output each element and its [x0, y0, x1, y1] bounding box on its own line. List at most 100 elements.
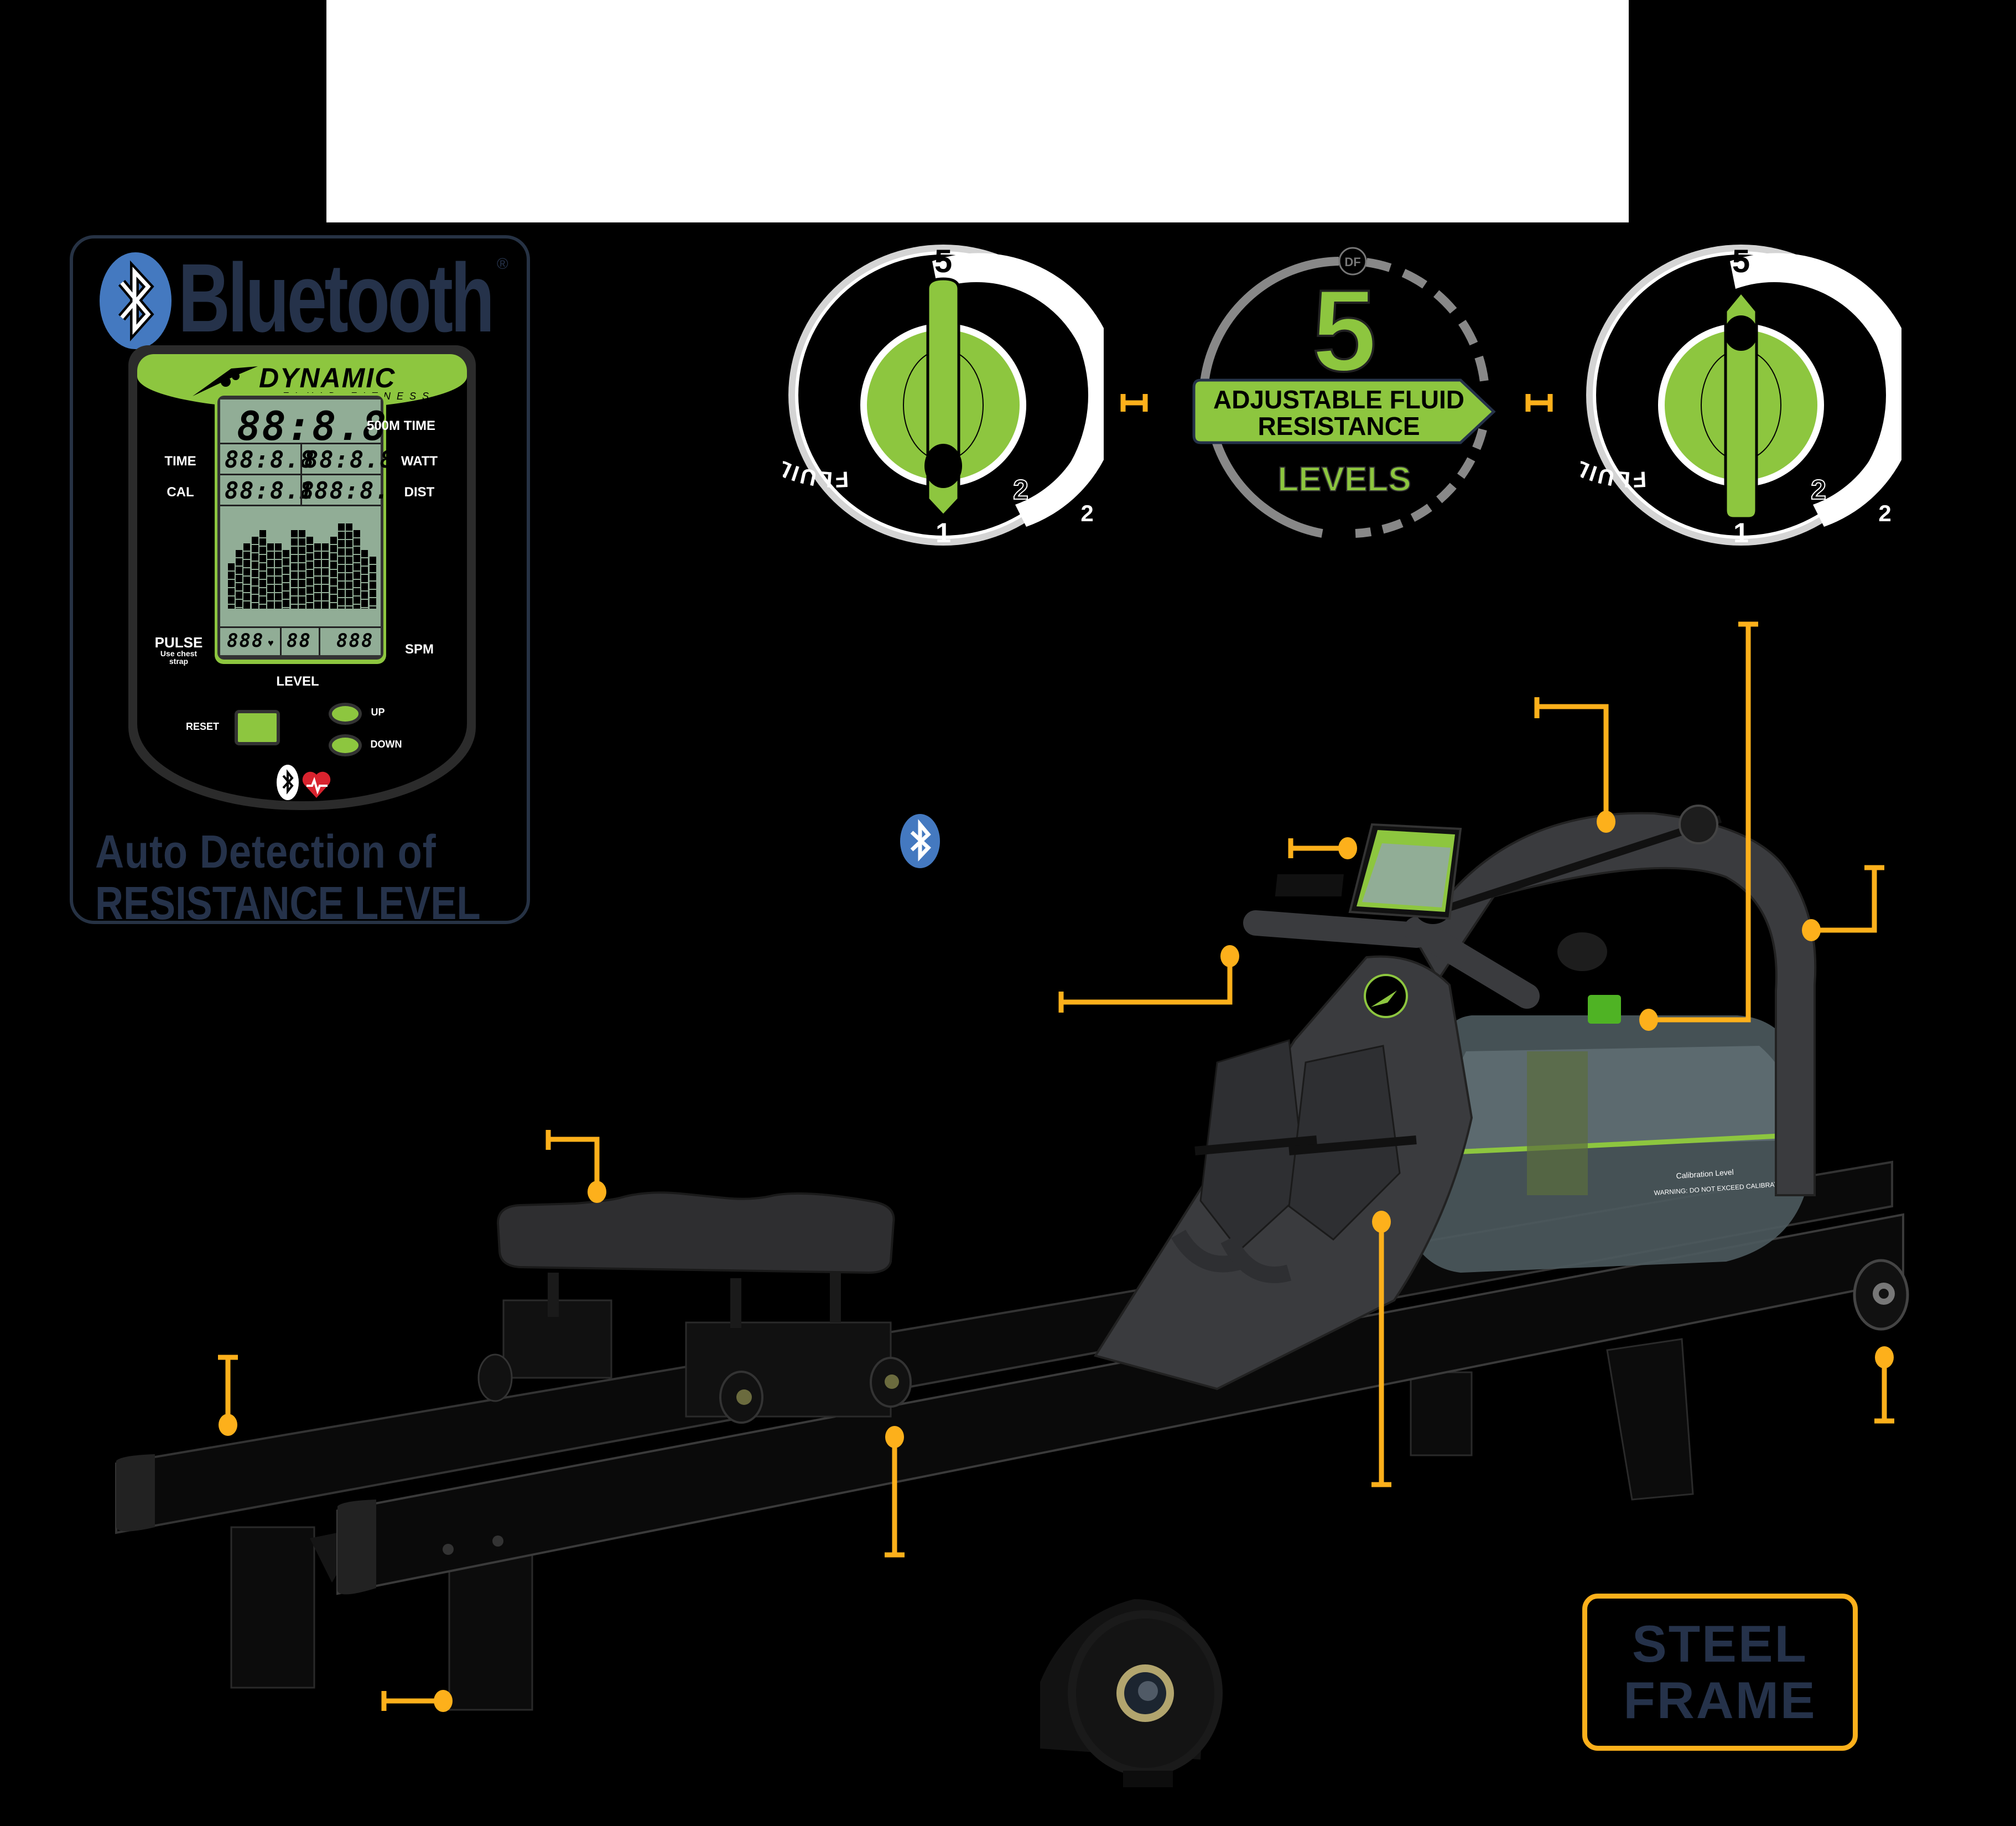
console-feature-panel: Bluetooth ® DYNAMIC FLUID FITNESS 88:8.8… [70, 235, 530, 929]
badge-levels-word: LEVELS [1277, 460, 1411, 499]
lcd-level-readout: 88 [287, 630, 311, 652]
bluetooth-icon [100, 252, 172, 349]
bluetooth-wordmark: Bluetooth [178, 244, 495, 352]
brand-name: DYNAMIC [259, 362, 396, 393]
callout-rail-center [885, 1426, 905, 1558]
callout-seat [545, 1130, 606, 1203]
steel-frame-badge: STEEL FRAME [1582, 1594, 1858, 1751]
lcd-bar [313, 542, 321, 609]
bluetooth-icon [277, 765, 299, 800]
lcd-bar [345, 522, 352, 609]
dial-number-5: 5 [1732, 243, 1750, 279]
callout-between-dials-left [1120, 394, 1148, 412]
df-logo-mark: DF [1344, 255, 1360, 269]
callout-console [1288, 837, 1357, 859]
lcd-time-readout: 88:8.8 [225, 446, 315, 473]
label-dist: DIST [404, 485, 435, 500]
lcd-pulse-readout: 888 [227, 630, 264, 652]
lcd-bar [360, 549, 368, 609]
callout-rear-foot [381, 1690, 453, 1712]
dial-number-4: 4 [1007, 292, 1023, 323]
lcd-bar [227, 562, 235, 609]
five-levels-badge: DF 5 ADJUSTABLE FLUID RESISTANCE LEVELS [1184, 239, 1505, 549]
badge-text-line2: RESISTANCE [1258, 412, 1420, 440]
label-cal: CAL [167, 485, 194, 500]
footplate [1093, 955, 1473, 1391]
label-spm: SPM [404, 642, 434, 657]
label-level: LEVEL [276, 674, 319, 689]
front-legs [1410, 1338, 1694, 1501]
registered-mark: ® [497, 255, 508, 272]
label-pulse-note: Use chest strap [160, 649, 198, 666]
lcd-screen: 88:8.8 88:8.8 88:8.8 88:8.8 188:8.8 888 … [220, 400, 404, 655]
lcd-bar [258, 529, 266, 609]
lcd-spm-readout: 888 [336, 630, 374, 652]
callout-front-wheel [1874, 1346, 1894, 1424]
feature-title-line1: Auto Detection of [95, 826, 437, 878]
steel-frame-line2: FRAME [1623, 1671, 1817, 1729]
lcd-bar [352, 529, 361, 609]
front-wheel [1853, 1259, 1909, 1331]
lcd-bar [266, 542, 274, 609]
svg-text:Calibration Level: Calibration Level [1676, 1168, 1734, 1180]
console-illustration: DYNAMIC FLUID FITNESS 88:8.8 88:8.8 88:8… [128, 345, 476, 810]
label-time: TIME [164, 454, 196, 469]
lcd-bar [235, 549, 243, 609]
callout-between-dials-right [1525, 394, 1553, 412]
callout-rail-left [218, 1355, 238, 1436]
callout-resistance-knob [1639, 621, 1758, 1031]
bluetooth-icon [900, 813, 941, 869]
dial-number-4: 4 [1805, 292, 1821, 323]
header-band [326, 0, 1629, 222]
label-pulse: PULSE [154, 634, 203, 651]
lcd-cal-readout: 88:8.8 [225, 477, 315, 504]
dial-number-3: 3 [1035, 377, 1051, 408]
dial-outside-number: 2 [1878, 500, 1891, 526]
reset-button[interactable] [235, 710, 280, 745]
callout-frame-arm [1802, 865, 1884, 941]
lcd-bar [368, 556, 376, 609]
steel-frame-line1: STEEL [1632, 1615, 1808, 1673]
lcd-dist-readout: 188:8.8 [299, 477, 406, 504]
lcd-500m-time-readout: 88:8.8 [237, 403, 388, 449]
levels-count: 5 [1312, 266, 1377, 396]
dial-number-1: 1 [1733, 517, 1749, 548]
callout-handle [1058, 945, 1239, 1013]
dial-outside-number: 2 [1080, 500, 1093, 526]
lcd-bar [305, 536, 313, 609]
label-up: UP [371, 707, 385, 718]
lcd-bar [242, 542, 251, 609]
water-tank: Calibration Level WARNING: DO NOT EXCEED… [1405, 995, 1812, 1273]
dynamic-logo-icon [193, 366, 258, 396]
label-down: DOWN [370, 739, 402, 750]
heart-rate-icon [302, 771, 331, 798]
heart-icon: ♥ [268, 637, 274, 649]
dial-number-3: 3 [1833, 377, 1848, 408]
lcd-bar [282, 549, 290, 609]
lcd-bar [321, 542, 329, 609]
badge-text-line1: ADJUSTABLE FLUID [1213, 385, 1464, 414]
seat [477, 1191, 912, 1424]
dial-number-2: 2 [1013, 474, 1028, 505]
label-reset: RESET [185, 721, 219, 732]
level-up-button[interactable] [329, 703, 362, 725]
feature-title-line2: RESISTANCE LEVEL [95, 877, 481, 929]
lcd-watt-readout: 88:8.8 [304, 446, 395, 473]
dial-number-1: 1 [936, 517, 951, 548]
lcd-bar [289, 529, 298, 609]
callout-footrest [1371, 1211, 1391, 1487]
label-watt: WATT [401, 454, 438, 469]
lcd-bar [250, 536, 258, 609]
lcd-bar [297, 529, 305, 609]
lcd-bar-graph [227, 520, 376, 609]
dial-number-2: 2 [1811, 474, 1826, 505]
label-500m-time: 500M TIME [366, 418, 436, 433]
level-down-button[interactable] [329, 734, 362, 756]
lcd-bar [329, 536, 337, 609]
dial-number-5: 5 [934, 243, 952, 279]
mini-console [1275, 823, 1462, 920]
lcd-bar [336, 522, 345, 609]
wheel-closeup-photo [1018, 1583, 1228, 1804]
